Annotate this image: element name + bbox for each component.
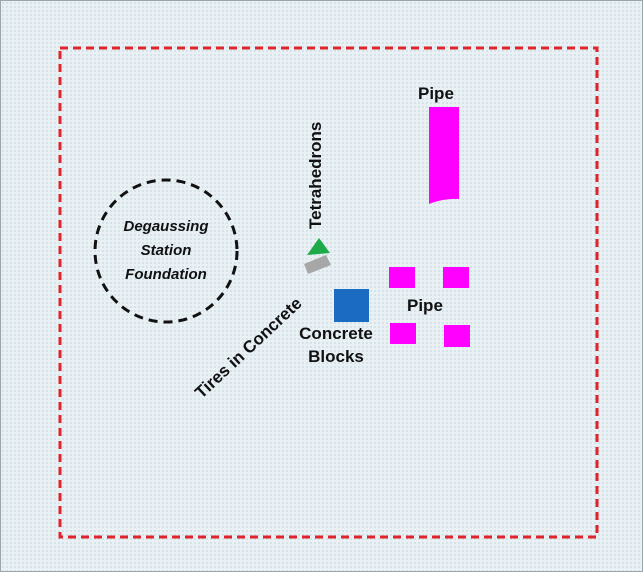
- tetrahedron-marker: [307, 238, 330, 255]
- label-foundation-line3: Foundation: [125, 266, 207, 283]
- label-concrete-line2: Blocks: [308, 347, 364, 366]
- pipe-square-bottom-left: [390, 323, 416, 344]
- foundation-outline: [93, 178, 239, 324]
- label-foundation: Degaussing Station Foundation: [96, 215, 236, 287]
- label-pipe-middle: Pipe: [407, 296, 443, 315]
- concrete-block: [334, 289, 369, 322]
- pipe-square-top-right: [443, 267, 469, 288]
- pipe-square-bottom-right: [444, 325, 470, 347]
- pipe-square-top-left: [389, 267, 415, 288]
- label-concrete-line1: Concrete: [299, 324, 373, 343]
- label-foundation-line2: Station: [140, 242, 192, 259]
- tires-marker: [304, 255, 331, 274]
- label-concrete-blocks: Concrete Blocks: [286, 322, 386, 368]
- label-foundation-line1: Degaussing: [123, 218, 209, 235]
- survey-boundary: [58, 46, 599, 539]
- label-tetrahedrons: Tetrahedrons: [306, 121, 325, 229]
- label-pipe-top: Pipe: [418, 84, 454, 103]
- pipe-long: [429, 107, 459, 204]
